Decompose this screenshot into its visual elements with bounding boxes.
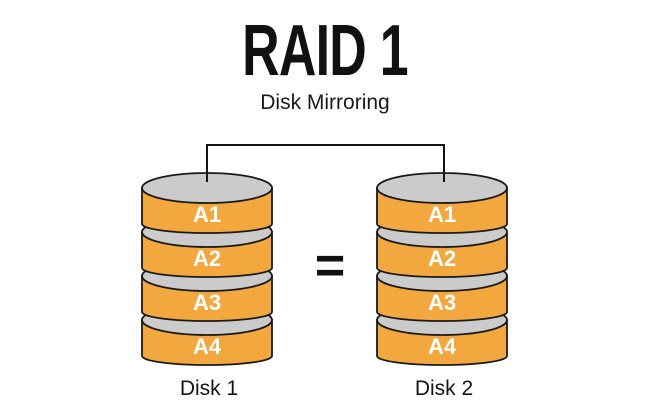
disk-1-cylinder: A1 A2 A3 A4: [141, 172, 273, 366]
equals-sign: =: [315, 237, 345, 295]
subtitle: Disk Mirroring: [260, 91, 390, 114]
disk-top-ellipse: [376, 172, 508, 204]
block-label: A4: [428, 334, 457, 359]
page-title: RAID 1: [242, 11, 408, 91]
disk-label: Disk 1: [180, 377, 238, 400]
block-label: A4: [193, 334, 222, 359]
mirror-connector-line: [206, 144, 445, 182]
block-label: A1: [193, 202, 221, 227]
disk-2-cylinder: A1 A2 A3 A4: [376, 172, 508, 366]
block-label: A1: [428, 202, 456, 227]
block-label: A2: [193, 246, 221, 271]
block-label: A2: [428, 246, 456, 271]
block-label: A3: [428, 290, 456, 315]
block-label: A3: [193, 290, 221, 315]
disk-label: Disk 2: [415, 377, 473, 400]
